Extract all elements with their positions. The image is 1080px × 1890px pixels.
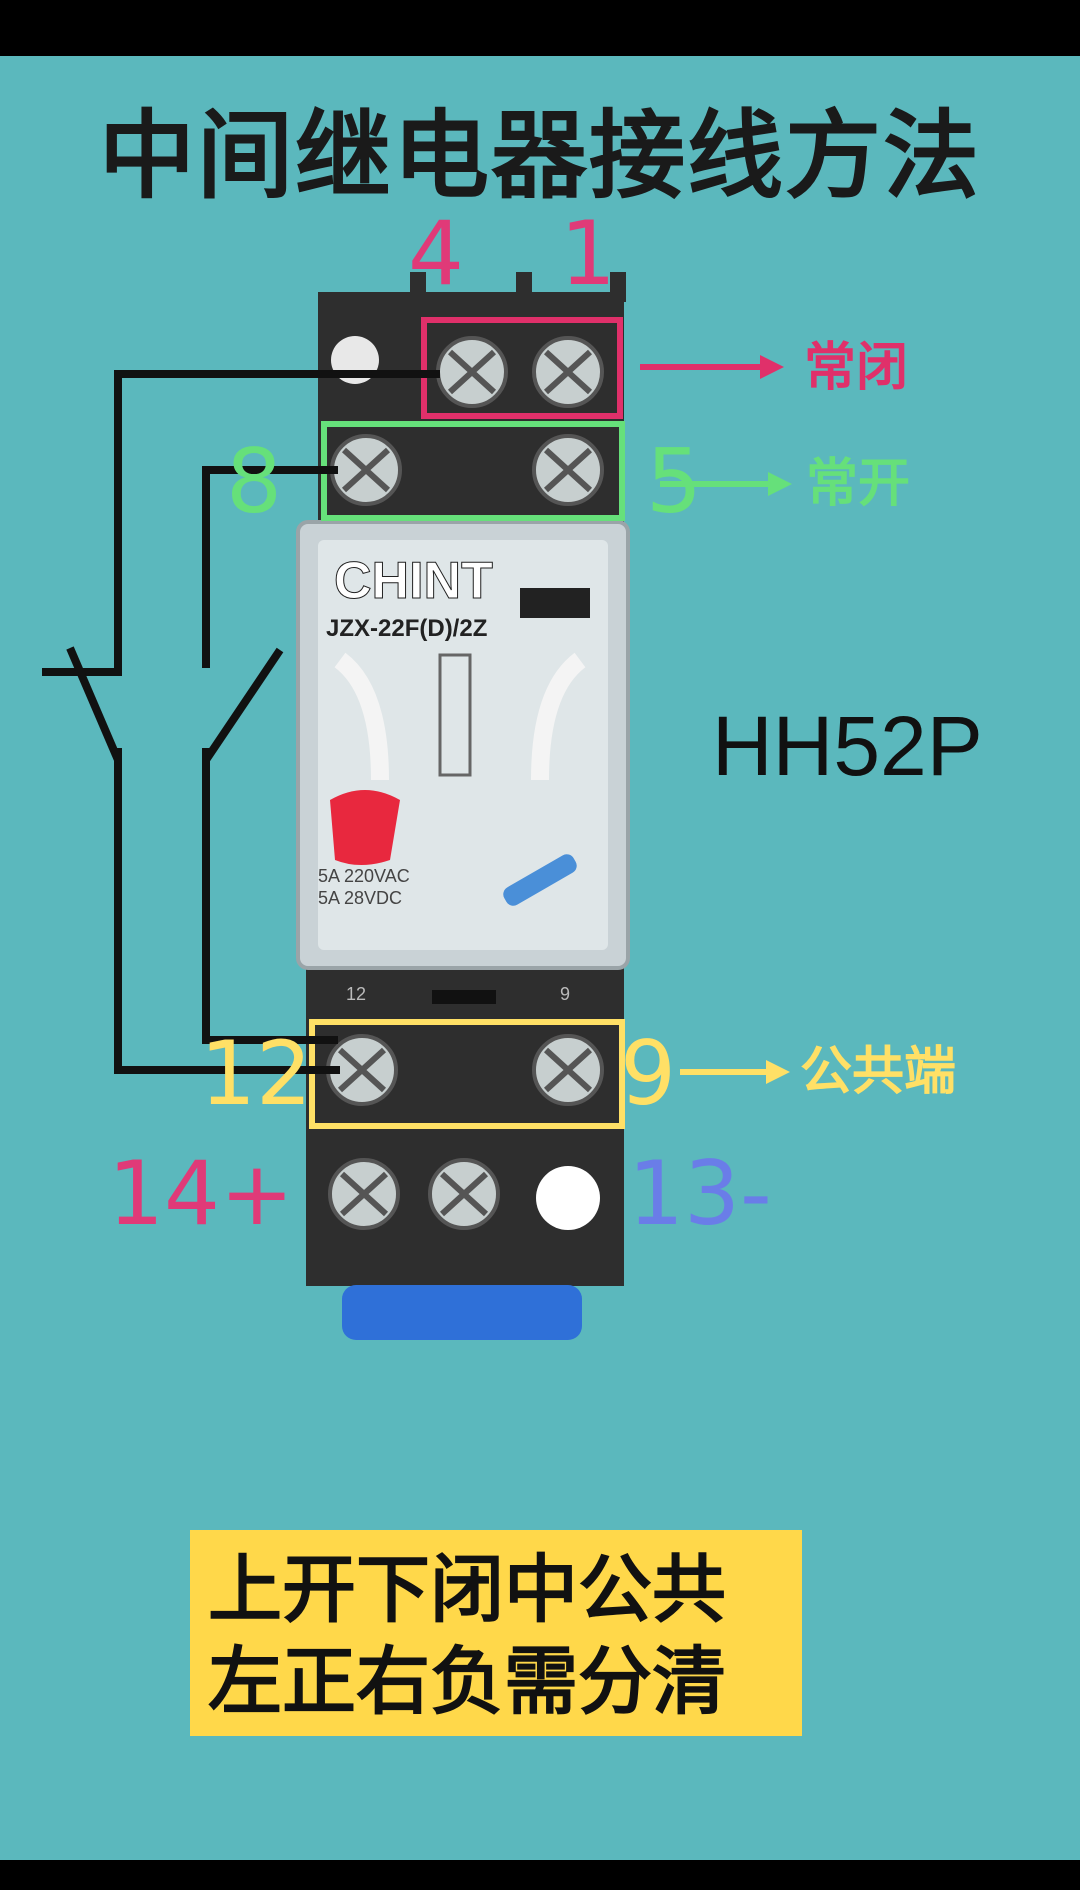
terminal-label-8: 8 [226,430,282,533]
terminal-screws [326,336,604,1230]
relay-model-code: JZX-22F(D)/2Z [326,615,487,642]
terminal-label-12: 12 [200,1022,312,1125]
no-contact-blade [202,647,284,763]
common-wire [114,748,340,1074]
socket-tab [610,272,626,302]
socket-slot [432,990,496,1004]
relay-indicator-led [330,790,400,865]
mnemonic-line-2: 左正右负需分清 [208,1639,726,1725]
nc-contact-blade [66,646,122,762]
screw-12-icon [326,1034,398,1106]
terminal-label-9: 9 [620,1022,676,1125]
terminal-label-13-negative: 13- [628,1142,772,1245]
mnemonic-line-1: 上开下闭中公共 [208,1547,726,1633]
terminal-label-5: 5 [646,430,702,533]
mnemonic-box: 上开下闭中公共 左正右负需分清 [190,1530,802,1736]
socket-hole-icon [536,1166,600,1230]
common-arrowhead-icon [766,1060,790,1084]
relay-spring [334,652,389,781]
screw-5-icon [532,434,604,506]
no-wire [202,466,338,668]
bottom-bar [0,1860,1080,1890]
screw-4-icon [436,336,508,408]
no-return-wire [202,748,338,1044]
relay-release-tab [520,588,590,618]
nc-arrowhead-icon [760,355,784,379]
screw-1-icon [532,336,604,408]
screw-9-icon [532,1034,604,1106]
relay-spring [531,652,586,781]
nc-terminal-highlight [421,317,623,419]
din-clip [342,1285,582,1340]
relay-coil-symbol [438,653,472,777]
page-title: 中间继电器接线方法 [99,100,981,212]
relay-rating-ac: 5A 220VAC [318,866,410,886]
relay-rating-dc: 5A 28VDC [318,888,402,908]
screw-14-icon [328,1158,400,1230]
socket-tab [516,272,532,302]
relay-body [296,520,630,970]
terminal-label-4: 4 [408,202,464,305]
relay-resistor [503,854,577,906]
terminal-label-1: 1 [560,202,616,305]
wiring [42,370,440,1074]
base-mark-9: 9 [560,984,570,1004]
arrows [640,355,792,1084]
screw-8-icon [330,434,402,506]
label-normally-closed: 常闭 [804,338,909,398]
screw-13-icon [428,1158,500,1230]
base-mark-12: 12 [346,984,366,1004]
socket-tab [410,272,426,302]
label-common: 公共端 [800,1042,957,1102]
relay-brand: CHINT [334,552,493,610]
top-bar [0,0,1080,56]
relay-model: HH52P [712,699,983,793]
terminal-label-14-positive: 14+ [108,1142,294,1245]
no-arrowhead-icon [768,472,792,496]
label-normally-open: 常开 [806,454,911,514]
